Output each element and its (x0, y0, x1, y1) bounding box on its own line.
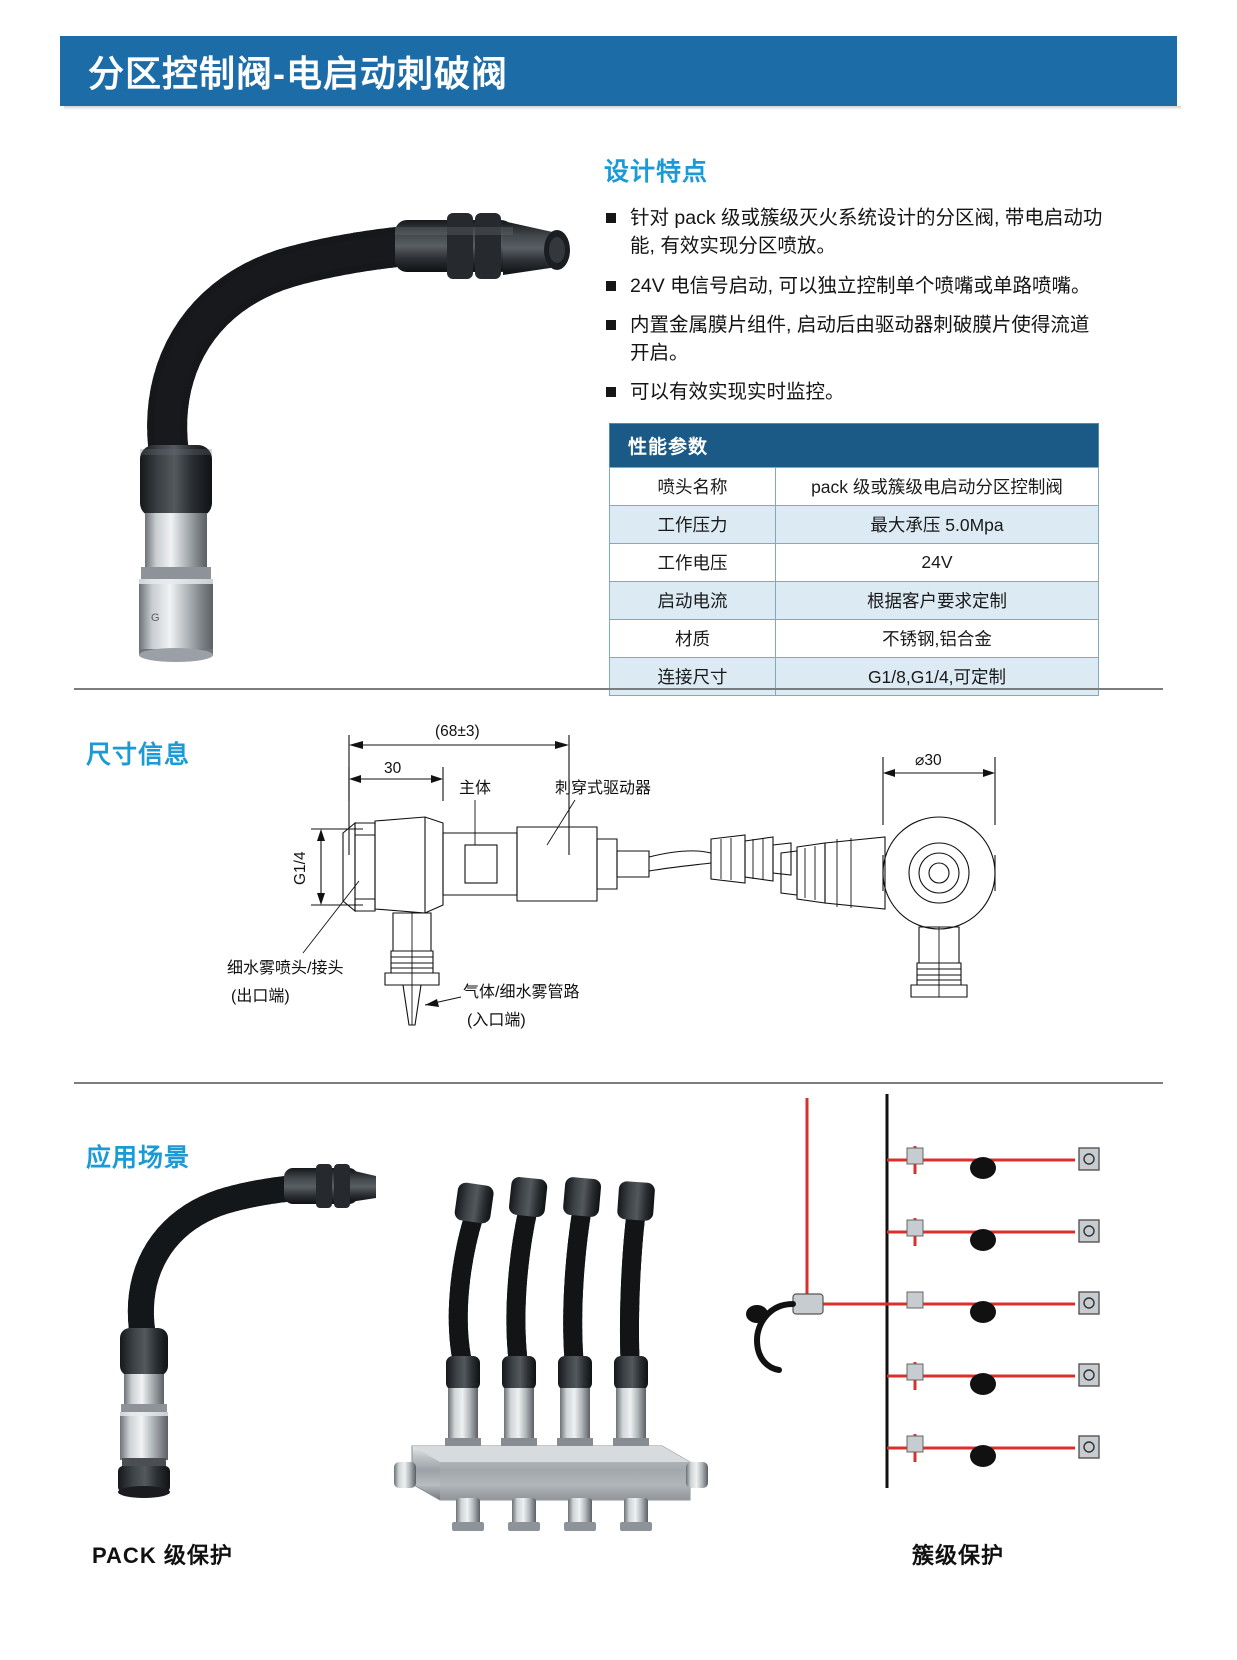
param-key: 工作压力 (609, 505, 776, 544)
param-value: pack 级或簇级电启动分区控制阀 (775, 467, 1099, 506)
dim-label-diameter: ⌀30 (915, 752, 942, 769)
callout-inlet: 气体/细水雾管路 (入口端) (424, 983, 579, 1029)
callout-label-actuator: 刺穿式驱动器 (555, 779, 651, 797)
callout-outlet: 细水雾喷头/接头 (出口端) (227, 880, 360, 1005)
hero-product-photo: G (95, 175, 575, 665)
table-header-row: 性能参数 (609, 423, 1099, 468)
electrical-connector (395, 213, 570, 279)
callout-actuator: 刺穿式驱动器 (546, 779, 651, 846)
dim-overall-length: (68±3) (348, 723, 570, 855)
manifold-bar (394, 1445, 708, 1531)
table-row: 材质 不锈钢,铝合金 (609, 619, 1099, 658)
application-heading: 应用场景 (86, 1144, 191, 1172)
svg-text:G: G (151, 612, 160, 624)
section-divider (74, 688, 1163, 690)
supply-valve (746, 1293, 824, 1373)
feature-item: 可以有效实现实时监控。 (604, 378, 1104, 406)
param-key: 工作电压 (609, 543, 776, 582)
application-photo-manifold (390, 1160, 710, 1540)
param-key: 启动电流 (609, 581, 776, 620)
param-value: 24V (775, 543, 1099, 582)
feature-text: 可以有效实现实时监控。 (630, 381, 845, 404)
diameter-value: 30 (924, 752, 942, 769)
design-features-list: 针对 pack 级或簇级灭火系统设计的分区阀, 带电启动功能, 有效实现分区喷放… (604, 204, 1104, 407)
valve-upper-collar (140, 445, 212, 517)
dim-label-width: 30 (384, 760, 402, 777)
square-bullet-icon (606, 213, 616, 223)
feature-text: 24V 电信号启动, 可以独立控制单个喷嘴或单路喷嘴。 (630, 274, 1091, 297)
param-key: 喷头名称 (609, 467, 776, 506)
red-riser (805, 1098, 1025, 1306)
page-header: 分区控制阀-电启动刺破阀 (60, 36, 1177, 106)
dim-label-thread: G1/4 (292, 851, 309, 885)
feature-item: 内置金属膜片组件, 启动后由驱动器刺破膜片使得流道开启。 (604, 311, 1104, 368)
dim-label-overall: (68±3) (435, 723, 480, 740)
dimensions-heading: 尺寸信息 (86, 741, 191, 769)
design-features-section: 设计特点 针对 pack 级或簇级灭火系统设计的分区阀, 带电启动功能, 有效实… (604, 152, 1104, 418)
cluster-branches (887, 1146, 1100, 1467)
dimension-drawing: (68±3) 30 G1/4 (225, 705, 1055, 1075)
valve-body: G (139, 513, 213, 662)
param-value: 不锈钢,铝合金 (775, 619, 1099, 658)
caption-cluster-protection: 簇级保护 (912, 1543, 1005, 1568)
application-photo-single-valve (88, 1160, 378, 1520)
callout-label-inlet-1: 气体/细水雾管路 (463, 983, 579, 1001)
callout-body: 主体 (459, 779, 491, 845)
diameter-symbol-icon: ⌀ (915, 752, 925, 769)
callout-label-outlet-1: 细水雾喷头/接头 (227, 959, 343, 977)
section-divider (74, 1082, 1163, 1084)
param-value: 根据客户要求定制 (775, 581, 1099, 620)
dim-body-width: 30 (348, 760, 444, 801)
conduit-hose (127, 1173, 339, 1349)
connector-head (284, 1164, 376, 1208)
valve-front-outline (780, 816, 996, 998)
callout-label-outlet-2: (出口端) (231, 987, 290, 1005)
table-row: 工作压力 最大承压 5.0Mpa (609, 505, 1099, 544)
callout-label-body: 主体 (459, 779, 491, 797)
square-bullet-icon (606, 280, 616, 291)
application-diagram-cluster (735, 1090, 1135, 1510)
feature-item: 针对 pack 级或簇级灭火系统设计的分区阀, 带电启动功能, 有效实现分区喷放… (604, 204, 1104, 261)
caption-pack-protection: PACK 级保护 (92, 1543, 233, 1568)
dim-thread-g14: G1/4 (292, 828, 363, 906)
square-bullet-icon (606, 387, 616, 398)
header-shadow (64, 106, 1181, 110)
table-row: 启动电流 根据客户要求定制 (609, 581, 1099, 620)
flexible-conduit (147, 223, 467, 480)
valve-assembly (118, 1328, 170, 1498)
valve-side-outline (342, 816, 792, 1026)
feature-text: 针对 pack 级或簇级灭火系统设计的分区阀, 带电启动功能, 有效实现分区喷放… (630, 207, 1103, 258)
manifold-valve-group (445, 1177, 655, 1446)
table-row: 工作电压 24V (609, 543, 1099, 582)
square-bullet-icon (606, 319, 616, 330)
param-value: 最大承压 5.0Mpa (775, 505, 1099, 544)
callout-label-inlet-2: (入口端) (467, 1011, 526, 1029)
page-title: 分区控制阀-电启动刺破阀 (88, 53, 508, 94)
table-heading: 性能参数 (609, 423, 1099, 468)
dim-diameter: ⌀30 (882, 752, 996, 825)
design-features-heading: 设计特点 (604, 158, 709, 186)
table-row: 喷头名称 pack 级或簇级电启动分区控制阀 (609, 467, 1099, 506)
performance-parameters-table: 性能参数 喷头名称 pack 级或簇级电启动分区控制阀 工作压力 最大承压 5.… (609, 423, 1099, 696)
feature-text: 内置金属膜片组件, 启动后由驱动器刺破膜片使得流道开启。 (630, 313, 1090, 365)
param-key: 材质 (609, 619, 776, 658)
feature-item: 24V 电信号启动, 可以独立控制单个喷嘴或单路喷嘴。 (604, 272, 1104, 300)
